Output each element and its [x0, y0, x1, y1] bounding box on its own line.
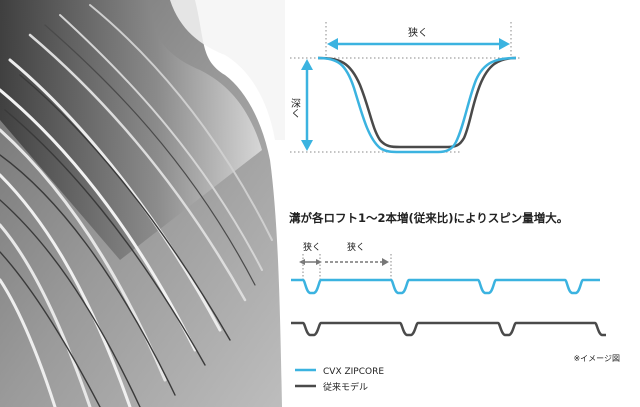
zipcore-groove-line: [291, 278, 600, 295]
width-arrow-right-head: [499, 38, 510, 50]
previous-groove-line: [291, 321, 606, 337]
width-label: 狭く: [408, 26, 428, 39]
width-arrow-left-head: [327, 38, 338, 50]
pitch-arrow-second-head: [382, 258, 389, 266]
legend-previous-label: 従来モデル: [323, 381, 368, 393]
zipcore-profile: [317, 56, 517, 154]
depth-label: 深く: [289, 98, 301, 118]
groove-profile: 狭く 深く: [289, 22, 520, 154]
clubface-grooves-photo: [0, 0, 285, 407]
legend-zipcore-label: CVX ZIPCORE: [323, 367, 384, 377]
image-note: ※イメージ図: [573, 354, 620, 363]
legend: CVX ZIPCORE 従来モデル: [295, 367, 384, 393]
previous-model-profile: [317, 56, 517, 149]
headline: 溝が各ロフト1～2本増(従来比)によりスピン量増大。: [289, 211, 568, 225]
depth-arrow-top-head: [301, 59, 313, 70]
pitch-label-first: 狭く: [303, 241, 321, 253]
depth-arrow-bottom-head: [301, 140, 313, 151]
pitch-comparison: 狭く 狭く: [291, 241, 606, 337]
pitch-arrow-first-left-head: [299, 259, 305, 265]
pitch-label-second: 狭く: [347, 241, 365, 253]
pitch-arrow-first-right-head: [316, 259, 322, 265]
